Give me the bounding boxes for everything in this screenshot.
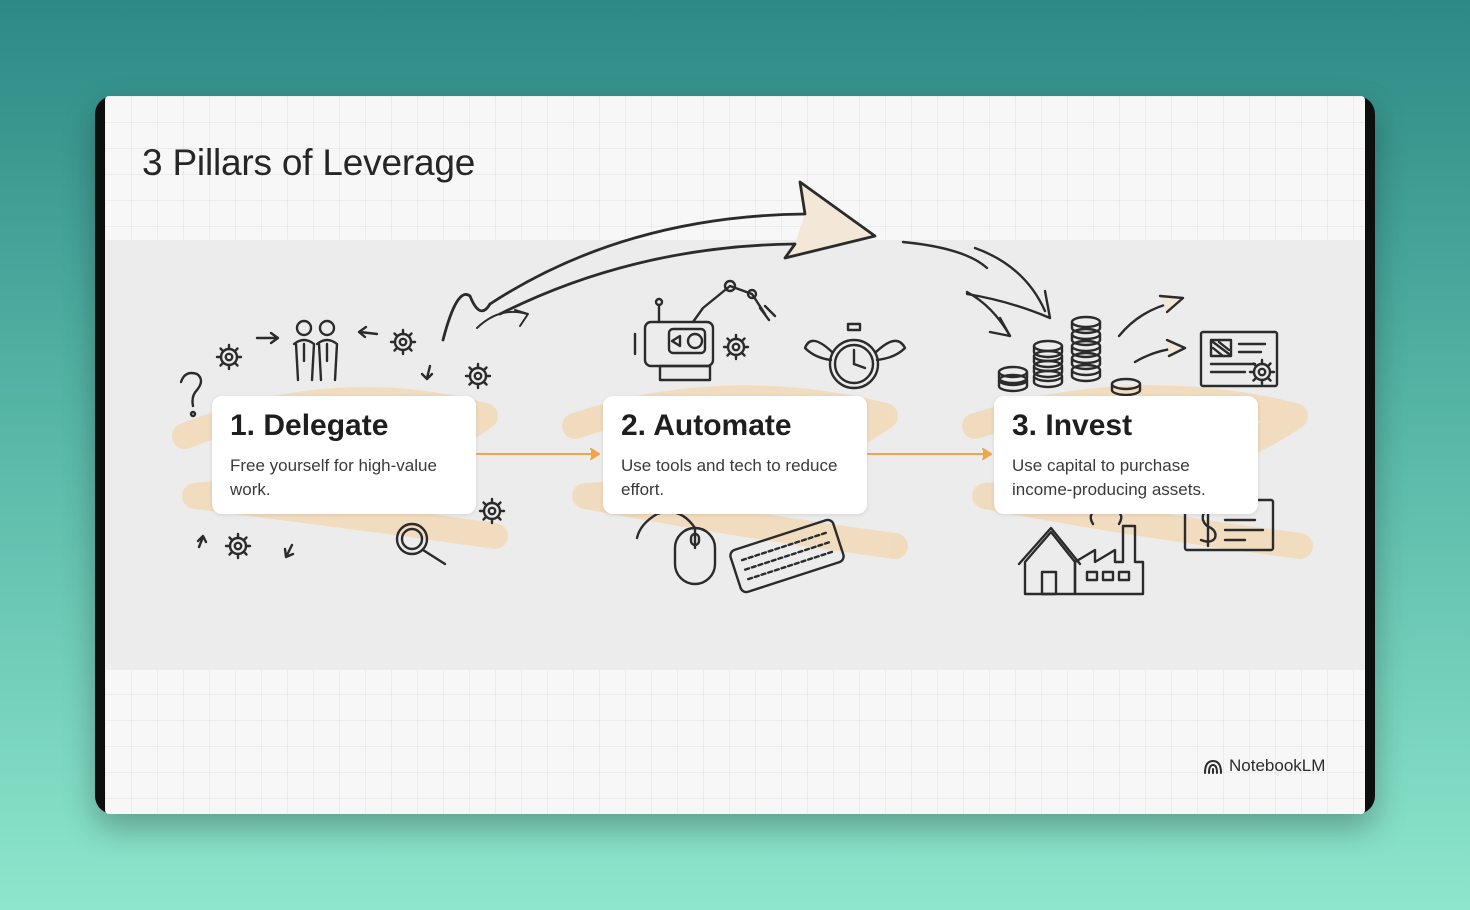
notebooklm-brand: NotebookLM [1203,754,1325,778]
pillar-card-delegate: 1. Delegate Free yourself for high-value… [212,396,476,514]
delegate-doodles [179,319,506,566]
gear-icon [224,532,252,560]
machine-icon [633,297,715,382]
question-mark-icon [179,371,203,418]
gear-icon [389,328,417,356]
arrow-icon [283,543,295,559]
arrow-icon [196,534,208,549]
pillar-description: Free yourself for high-value work. [230,455,437,499]
gear-icon [478,497,506,525]
big-curved-arrow [441,180,877,342]
gear-icon [215,343,243,371]
flying-clock-icon [803,322,907,390]
arrow-icon [357,325,379,339]
pillar-title: 2. Automate [621,409,792,442]
robot-arm-icon [691,279,777,324]
coin-stack-icon [997,315,1142,397]
automate-doodles [633,279,907,594]
connector-arrows [476,448,992,460]
notebooklm-logo-icon [1204,759,1222,774]
people-icon [292,319,339,382]
arrow-icon [255,331,280,345]
slide: 3 Pillars of Leverage [105,96,1365,814]
magnifier-icon [395,522,447,566]
arrow-icon [420,364,434,381]
pillar-description: Use capital to purchase income-producing… [1012,455,1206,499]
gear-icon [464,362,492,390]
pillar-title: 1. Delegate [230,409,389,442]
slide-title: 3 Pillars of Leverage [142,142,476,183]
trend-arrow-icon [1117,294,1187,364]
pillar-card-invest: 3. Invest Use capital to purchase income… [994,396,1258,514]
mouse-icon [635,510,717,586]
document-icon [1199,330,1279,388]
pillar-description: Use tools and tech to reduce effort. [621,455,838,499]
keyboard-icon [729,518,845,594]
pillar-title: 3. Invest [1012,409,1133,442]
brand-label: NotebookLM [1229,756,1326,775]
house-icon [1017,526,1082,596]
invest-arrow [901,240,1052,338]
pillar-card-automate: 2. Automate Use tools and tech to reduce… [603,396,867,514]
gear-icon [722,333,750,361]
